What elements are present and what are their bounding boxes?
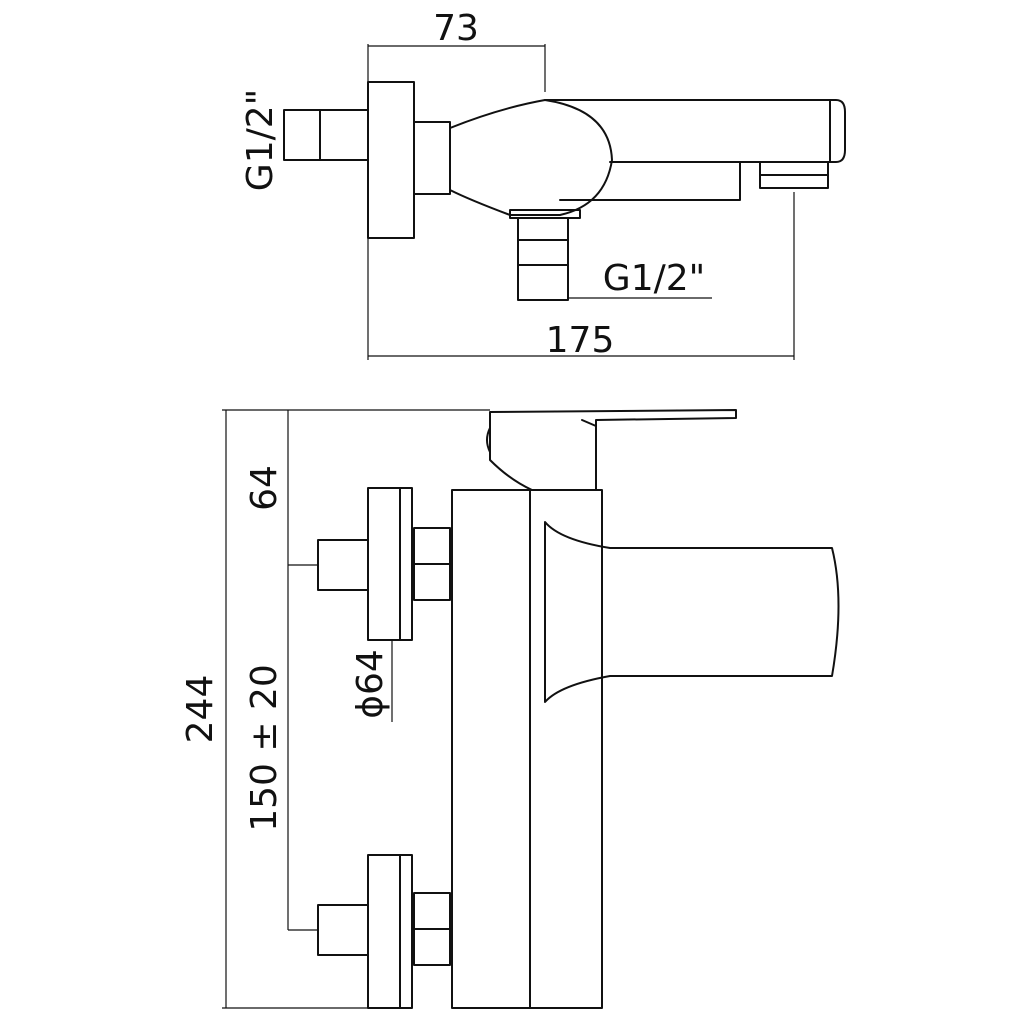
dim-top-width: 73: [433, 8, 479, 49]
front-lever: [489, 409, 737, 491]
front-upper-inlet-pipe: [317, 539, 369, 591]
front-lower-flange: [367, 854, 413, 1009]
top-view: 73 175 G1/2" G1/2": [240, 8, 846, 361]
front-spout: [544, 521, 840, 703]
top-nut: [413, 121, 451, 195]
top-wall-flange: [367, 81, 415, 239]
front-upper-flange: [367, 487, 413, 641]
front-view: 244 64 150 ± 20 ϕ64: [180, 409, 840, 1009]
dim-total-length: 175: [546, 320, 615, 361]
dim-flange-diameter: ϕ64: [350, 649, 391, 719]
top-spout: [544, 99, 846, 163]
top-body: [449, 99, 613, 216]
top-inlet-pipe: [283, 109, 369, 161]
dim-outlet-thread: G1/2": [603, 258, 705, 299]
top-outlet-pipe: [517, 217, 569, 301]
dim-total-height: 244: [180, 675, 221, 744]
dim-inlet-thread-left: G1/2": [240, 89, 281, 191]
front-lower-inlet-pipe: [317, 904, 369, 956]
front-body: [451, 489, 603, 1009]
dim-inlet-spacing: 150 ± 20: [244, 664, 285, 832]
dim-lever-to-inlet: 64: [244, 465, 285, 511]
